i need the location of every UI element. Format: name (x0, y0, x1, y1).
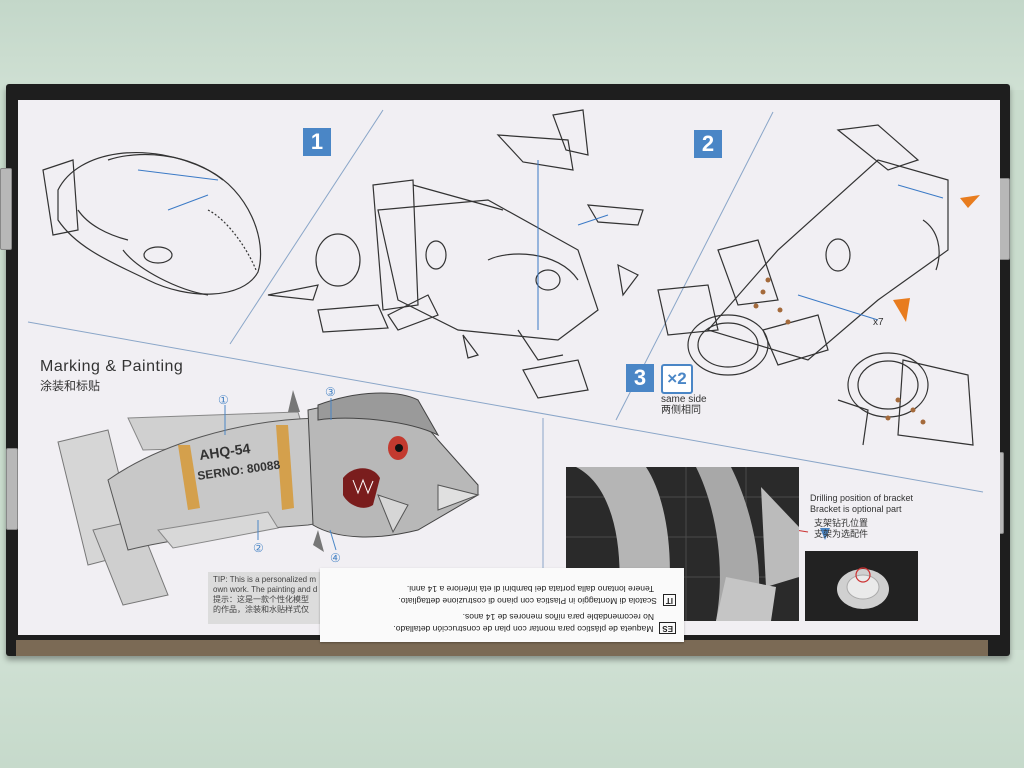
bracket-note-line1: Drilling position of bracket (810, 493, 914, 503)
same-side-zh: 两侧相同 (661, 405, 701, 416)
table-surface-top (0, 0, 1024, 90)
bracket-note-en: Drilling position of bracket Bracket is … (810, 493, 913, 515)
table-surface-bottom (0, 650, 1024, 768)
bracket-note-zh: 支架钻孔位置 支架为选配件 (814, 518, 868, 540)
tip-line1: TIP: This is a personalized m (213, 575, 317, 584)
sticker-row-it-2: Tenere lontano dalla portata dei bambini… (406, 584, 654, 594)
sticker-row-it: IT Scatola di Montaggio in Plastica con p… (398, 594, 676, 606)
callout-1: ① (218, 393, 229, 407)
callout-2: ② (253, 541, 264, 555)
tip-line4: 的作品，涂装和水贴样式仅 (213, 605, 309, 614)
bracket-detail-art (837, 567, 889, 609)
step-1-badge: 1 (303, 128, 331, 156)
box-clip-left-bottom (6, 448, 18, 530)
box-clip-left-top (0, 168, 12, 250)
step-3-badge: 3 (626, 364, 654, 392)
tip-line3: 提示：这是一款个性化模型 (213, 595, 309, 604)
painted-fish-illustration (57, 390, 480, 606)
multiplier-badge: ×2 (661, 364, 693, 394)
it-tag: IT (662, 594, 676, 606)
bracket-note-line3: 支架钻孔位置 (814, 518, 869, 528)
instruction-lines: x7 AHQ-54 SERNO: 80088 (27, 109, 984, 635)
marking-title: Marking & Painting (40, 358, 184, 375)
x7-label: x7 (873, 317, 884, 328)
step-2-badge: 2 (694, 130, 722, 158)
instruction-sheet: x7 AHQ-54 SERNO: 80088 (18, 100, 1000, 635)
callout-3: ③ (325, 385, 336, 399)
es-text: Maqueta de plástico para montar con plan… (393, 624, 654, 634)
sticker-row-es-2: No recomendable para niños menores de 14… (462, 612, 654, 622)
bracket-note-line4: 支架为选配件 (814, 529, 869, 539)
same-side-en: same side (661, 394, 707, 405)
sticker-row-es: ES Maqueta de plástico para montar con pl… (393, 622, 676, 634)
callout-4: ④ (330, 551, 341, 565)
same-side-note: same side 两侧相同 (661, 394, 707, 416)
bracket-note-line2: Bracket is optional part (810, 504, 902, 514)
es-tag: ES (659, 622, 676, 634)
bracket-detail-photo (805, 551, 918, 621)
warning-sticker: ES Maqueta de plástico para montar con pl… (320, 568, 684, 642)
box-bottom-edge (16, 640, 988, 656)
bracket-photo (566, 467, 799, 621)
marking-title-zh: 涂装和标贴 (40, 379, 101, 393)
warning-sticker-text: ES Maqueta de plástico para montar con pl… (320, 568, 684, 642)
tip-line2: own work. The painting and d (213, 585, 318, 594)
fish-marking-text-1: AHQ-54 (198, 440, 251, 463)
it-text: Scatola di Montaggio in Plastica con pia… (398, 596, 657, 606)
